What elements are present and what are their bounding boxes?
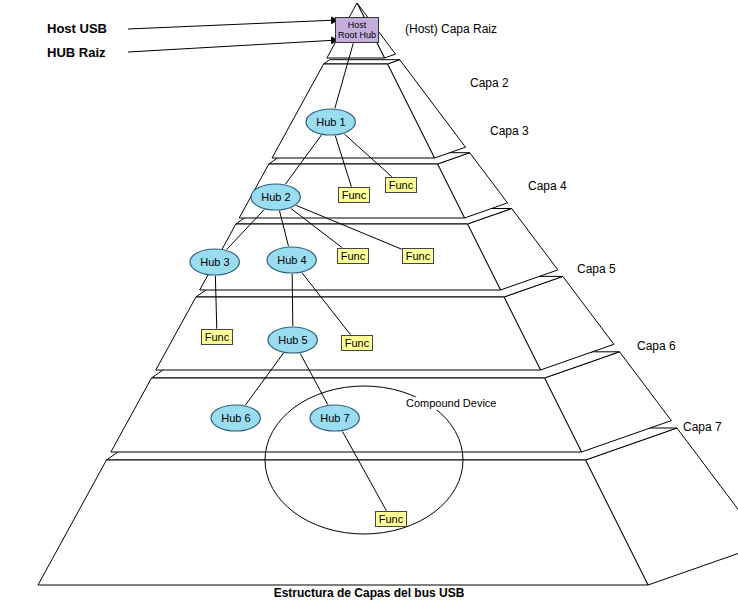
bus-link [342, 431, 386, 510]
node-text: Func [342, 189, 366, 202]
node-text: Hub 2 [261, 191, 290, 204]
layer-label: Capa 2 [470, 76, 509, 90]
hub-ellipse: Hub 3 [189, 248, 240, 276]
bus-link [292, 274, 294, 326]
hub-ellipse: Hub 2 [250, 183, 301, 211]
bus-link [296, 205, 401, 249]
bus-link [286, 135, 322, 184]
bus-link [335, 136, 351, 187]
function-box: Func [341, 335, 373, 352]
bus-link [280, 211, 289, 246]
node-text: Func [406, 250, 430, 263]
pointer-label: HUB Raiz [47, 45, 106, 60]
hub-ellipse: Hub 4 [266, 246, 317, 274]
node-text: Func [379, 513, 403, 526]
function-box: Func [201, 329, 233, 346]
pyramid-layer [156, 297, 541, 370]
node-text: Hub 7 [320, 412, 349, 425]
node-text: Hub 3 [200, 256, 229, 269]
layer-label: (Host) Capa Raiz [405, 22, 497, 36]
layer-label: Capa 6 [637, 339, 676, 353]
bus-link [344, 134, 391, 177]
host-box: HostRoot Hub [335, 17, 379, 44]
node-text: Func [341, 250, 365, 263]
bus-link [245, 353, 283, 405]
hub-ellipse: Hub 1 [305, 108, 356, 136]
pointer-label: Host USB [47, 21, 107, 36]
layer-label: Capa 7 [683, 420, 722, 434]
node-text: Host [348, 20, 367, 30]
node-text: Root Hub [338, 30, 376, 40]
pyramid-layer [272, 64, 435, 158]
node-text: Hub 4 [277, 254, 306, 267]
node-text: Hub 1 [316, 116, 345, 129]
pyramid-layer [111, 378, 582, 452]
function-box: Func [337, 248, 369, 265]
layer-label: Capa 3 [490, 124, 529, 138]
leader-line [128, 40, 338, 52]
node-text: Func [345, 337, 369, 350]
layer-label: Capa 5 [577, 262, 616, 276]
bus-link [302, 273, 350, 335]
bus-link [227, 209, 265, 249]
pyramid-layer [324, 60, 400, 64]
pyramid-layer [200, 224, 501, 290]
pyramid-layer [239, 164, 464, 218]
node-text: Hub 6 [221, 412, 250, 425]
function-box: Func [402, 248, 434, 265]
bus-link [335, 43, 353, 108]
node-text: Func [205, 331, 229, 344]
function-box: Func [385, 177, 417, 194]
bus-link [300, 353, 328, 404]
function-box: Func [375, 511, 407, 528]
leader-line [128, 20, 338, 29]
caption: Estructura de Capas del bus USB [0, 586, 738, 600]
compound-device-ellipse: Compound DeviceHub 7Func [264, 385, 464, 535]
node-text: Hub 5 [278, 334, 307, 347]
hub-ellipse: Hub 6 [210, 404, 261, 432]
hub-ellipse: Hub 7 [309, 404, 360, 432]
pyramid-layer [327, 3, 385, 58]
hub-ellipse: Hub 5 [267, 326, 318, 354]
function-box: Func [338, 187, 370, 204]
node-text: Compound Device [404, 397, 499, 410]
pyramid-layer [38, 460, 648, 585]
node-text: Func [389, 179, 413, 192]
layer-label: Capa 4 [528, 179, 567, 193]
bus-link [215, 276, 216, 329]
